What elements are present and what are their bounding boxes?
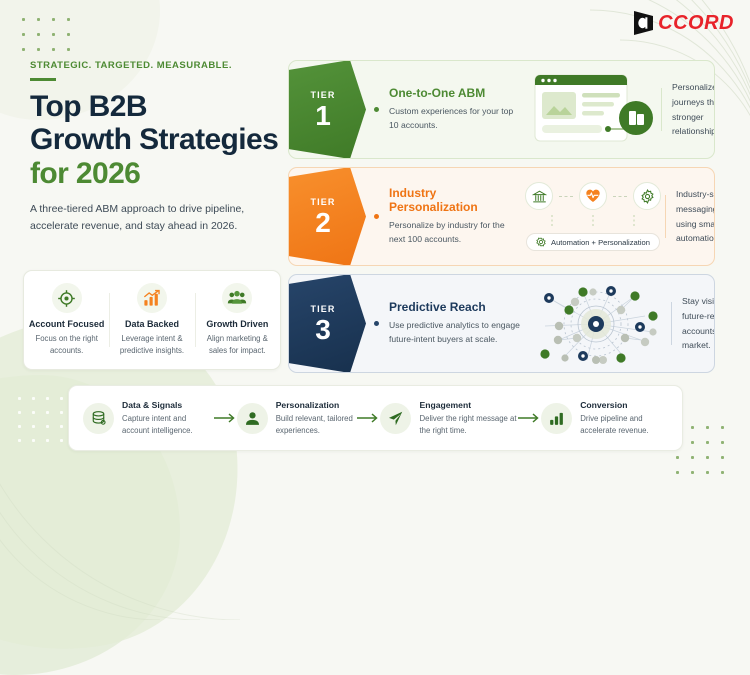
tier-card-2: TIER 2 Industry Personalization Personal… — [288, 167, 715, 266]
arrow-right-icon — [213, 412, 237, 424]
tier-badge-number: 1 — [315, 99, 331, 131]
tier-badge-1: TIER 1 — [288, 60, 366, 159]
hero-eyebrow: STRATEGIC. TARGETED. MEASURABLE. — [30, 60, 232, 71]
brand-logo-wordmark: CCORD — [658, 12, 734, 34]
brand-logo: CCORD — [631, 10, 734, 36]
flow-step-desc: Drive pipeline and accelerate revenue. — [580, 413, 649, 435]
page-title: Top B2B Growth Strategies for 2026 — [30, 90, 280, 191]
tier-2-visual-icon-cluster: Automation + Personalization — [525, 168, 661, 265]
automation-personalization-chip: Automation + Personalization — [526, 233, 660, 251]
tier-title: One-to-One ABM — [389, 85, 486, 100]
user-icon — [236, 402, 268, 434]
hero-subcopy: A three-tiered ABM approach to drive pip… — [30, 203, 245, 233]
tier-description: Custom experiences for your top 10 accou… — [389, 106, 514, 131]
bar-chart-icon — [541, 402, 573, 434]
pillar-data-backed: Data Backed Leverage intent & predictive… — [109, 283, 194, 356]
flow-step-title: Personalization — [275, 399, 340, 410]
pillar-desc: Focus on the right accounts. — [35, 334, 98, 355]
pillar-growth-driven: Growth Driven Align marketing & sales fo… — [194, 283, 280, 356]
tier-badge-3: TIER 3 — [288, 274, 366, 373]
headline-line-2: Growth Strategies — [30, 123, 279, 157]
hero-section: STRATEGIC. TARGETED. MEASURABLE. Top B2B… — [30, 60, 280, 235]
tier-note: Stay visible with future-ready accounts … — [671, 294, 714, 353]
tier-card-3: TIER 3 Predictive Reach Use predictive a… — [288, 274, 715, 373]
tier-description: Use predictive analytics to engage futur… — [389, 320, 520, 345]
decorative-arcs-bottom-left — [0, 483, 241, 620]
process-flow-bar: Data & Signals Capture intent and accoun… — [68, 385, 683, 451]
target-icon — [51, 283, 82, 314]
cluster-stems — [551, 215, 635, 228]
tier-card-1: TIER 1 One-to-One ABM Custom experiences… — [288, 60, 715, 159]
pillar-account-focused: Account Focused Focus on the right accou… — [24, 283, 109, 356]
tier-badge-word: TIER — [310, 303, 336, 314]
chip-label: Automation + Personalization — [551, 237, 650, 247]
flow-step-title: Conversion — [580, 399, 628, 410]
flow-step-conversion: Conversion Drive pipeline and accelerate… — [541, 400, 668, 436]
bank-icon — [525, 182, 553, 210]
flow-step-engagement: Engagement Deliver the right message at … — [380, 400, 517, 436]
headline-line-3: for 2026 — [30, 156, 141, 190]
database-icon — [83, 402, 114, 434]
tier-badge-word: TIER — [310, 89, 336, 100]
accord-logo-mark-icon — [634, 11, 654, 35]
heart-pulse-icon — [579, 182, 607, 210]
paper-plane-icon — [380, 402, 412, 434]
tier-3-visual-radar-network — [525, 275, 667, 372]
tier-note: Personalized journeys that build stronge… — [661, 80, 714, 139]
tier-note: Industry-specific messaging at scale usi… — [665, 187, 714, 246]
flow-step-data-signals: Data & Signals Capture intent and accoun… — [83, 400, 213, 436]
arrow-right-icon — [517, 412, 541, 424]
pillar-desc: Align marketing & sales for impact. — [206, 334, 268, 355]
flow-step-title: Engagement — [419, 399, 472, 410]
pillar-desc: Leverage intent & predictive insights. — [119, 334, 185, 355]
people-group-icon — [222, 283, 253, 314]
bar-chart-up-icon — [136, 283, 167, 314]
tier-title: Industry Personalization — [389, 185, 478, 215]
tier-connector-dot — [374, 214, 379, 219]
gear-icon — [633, 182, 661, 210]
flow-step-personalization: Personalization Build relevant, tailored… — [236, 399, 357, 436]
tier-connector-dot — [374, 321, 379, 326]
dot-grid-top-left — [22, 18, 70, 51]
pillar-title: Growth Driven — [206, 319, 269, 330]
tier-badge-number: 3 — [315, 313, 331, 345]
pillar-title: Account Focused — [28, 319, 105, 330]
flow-step-desc: Capture intent and account intelligence. — [122, 413, 193, 435]
headline-line-1: Top B2B — [30, 89, 148, 123]
tier-description: Personalize by industry for the next 100… — [389, 220, 505, 245]
hero-divider-rule — [30, 78, 56, 81]
cluster-dashed-link — [613, 195, 627, 197]
flow-step-title: Data & Signals — [122, 399, 183, 410]
gear-outline-icon — [536, 237, 546, 247]
flow-step-desc: Deliver the right message at the right t… — [419, 413, 517, 435]
tier-badge-2: TIER 2 — [288, 167, 366, 266]
pillar-title: Data Backed — [124, 319, 179, 330]
tier-badge-number: 2 — [315, 206, 331, 238]
tier-connector-dot — [374, 107, 379, 112]
dot-grid-bottom-right — [676, 426, 724, 474]
tier-badge-word: TIER — [310, 196, 336, 207]
pillars-card: Account Focused Focus on the right accou… — [23, 270, 281, 370]
flow-step-desc: Build relevant, tailored experiences. — [275, 413, 353, 435]
tier-1-visual-browser-window — [525, 61, 657, 158]
tier-title: Predictive Reach — [389, 299, 486, 314]
cluster-dashed-link — [559, 195, 573, 197]
arrow-right-icon — [356, 412, 380, 424]
